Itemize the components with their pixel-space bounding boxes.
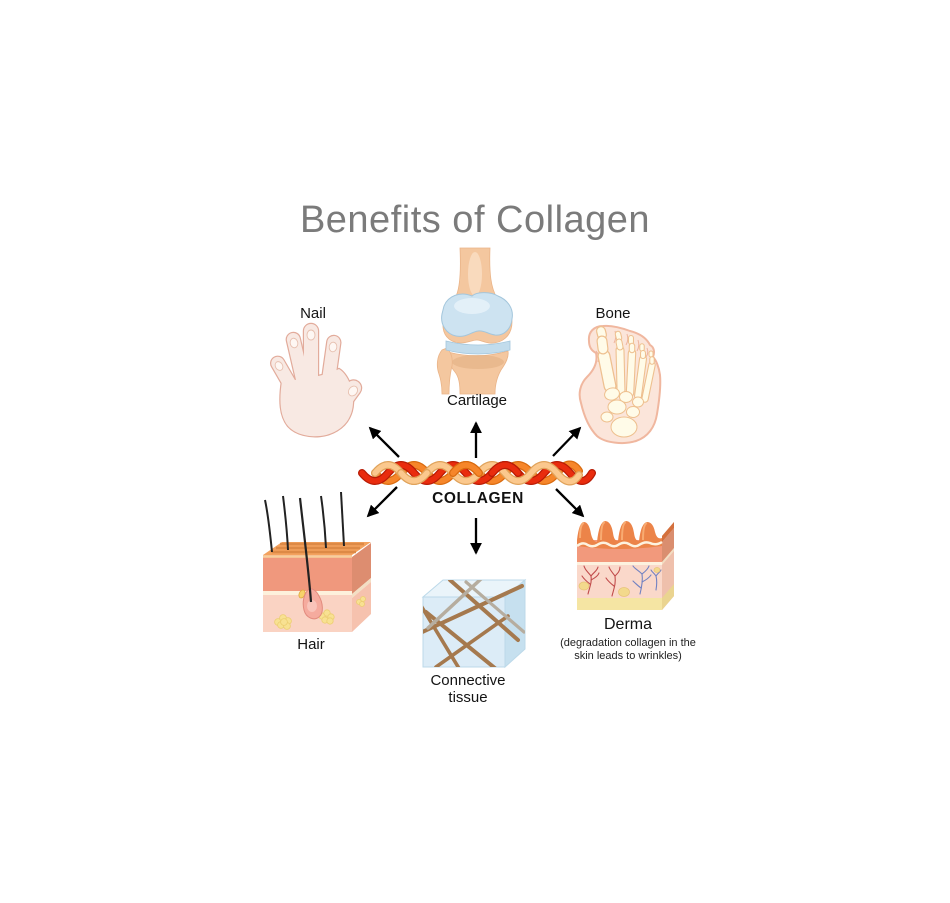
- hair-strand: [298, 497, 313, 603]
- derma-skin-section-icon: [576, 521, 674, 610]
- hair-strands: [264, 491, 345, 553]
- diagram-title: Benefits of Collagen: [299, 199, 651, 241]
- label-derma: Derma: [603, 616, 653, 633]
- wrinkle-ridges: [577, 521, 662, 549]
- hand-nails-icon: [267, 322, 366, 438]
- arrow-to-nail: [368, 426, 400, 458]
- fibula-bone: [436, 347, 453, 395]
- fat-band: [577, 598, 662, 610]
- arrow-to-bone: [552, 426, 582, 457]
- label-nail: Nail: [300, 305, 326, 322]
- arrow-to-hair: [366, 486, 398, 518]
- label-cartilage: Cartilage: [446, 392, 508, 409]
- finger-nails: [274, 329, 359, 397]
- connective-tissue-cube-icon: [421, 578, 527, 669]
- tibia-bone: [447, 350, 509, 395]
- foot-bones: [596, 326, 656, 403]
- knee-joint-icon: [436, 247, 513, 395]
- collagen-fiber-icon: [358, 460, 596, 486]
- label-connective-tissue: Connective tissue: [430, 672, 506, 707]
- foot-bones-icon: [578, 324, 662, 445]
- meniscus: [445, 340, 511, 355]
- arrow-to-derma: [555, 488, 585, 518]
- fat-cells: [274, 596, 366, 630]
- blood-vessels: [581, 565, 662, 597]
- label-hair: Hair: [297, 636, 325, 653]
- label-derma-sublabel: (degradation collagen in the skin leads …: [560, 637, 696, 662]
- tarsal-bones: [600, 387, 644, 438]
- fat-lobules: [578, 567, 661, 597]
- hair-skin-section-icon: [263, 491, 371, 632]
- collagen-fibers: [423, 580, 525, 667]
- collagen-label: COLLAGEN: [432, 490, 524, 507]
- label-bone: Bone: [595, 305, 631, 322]
